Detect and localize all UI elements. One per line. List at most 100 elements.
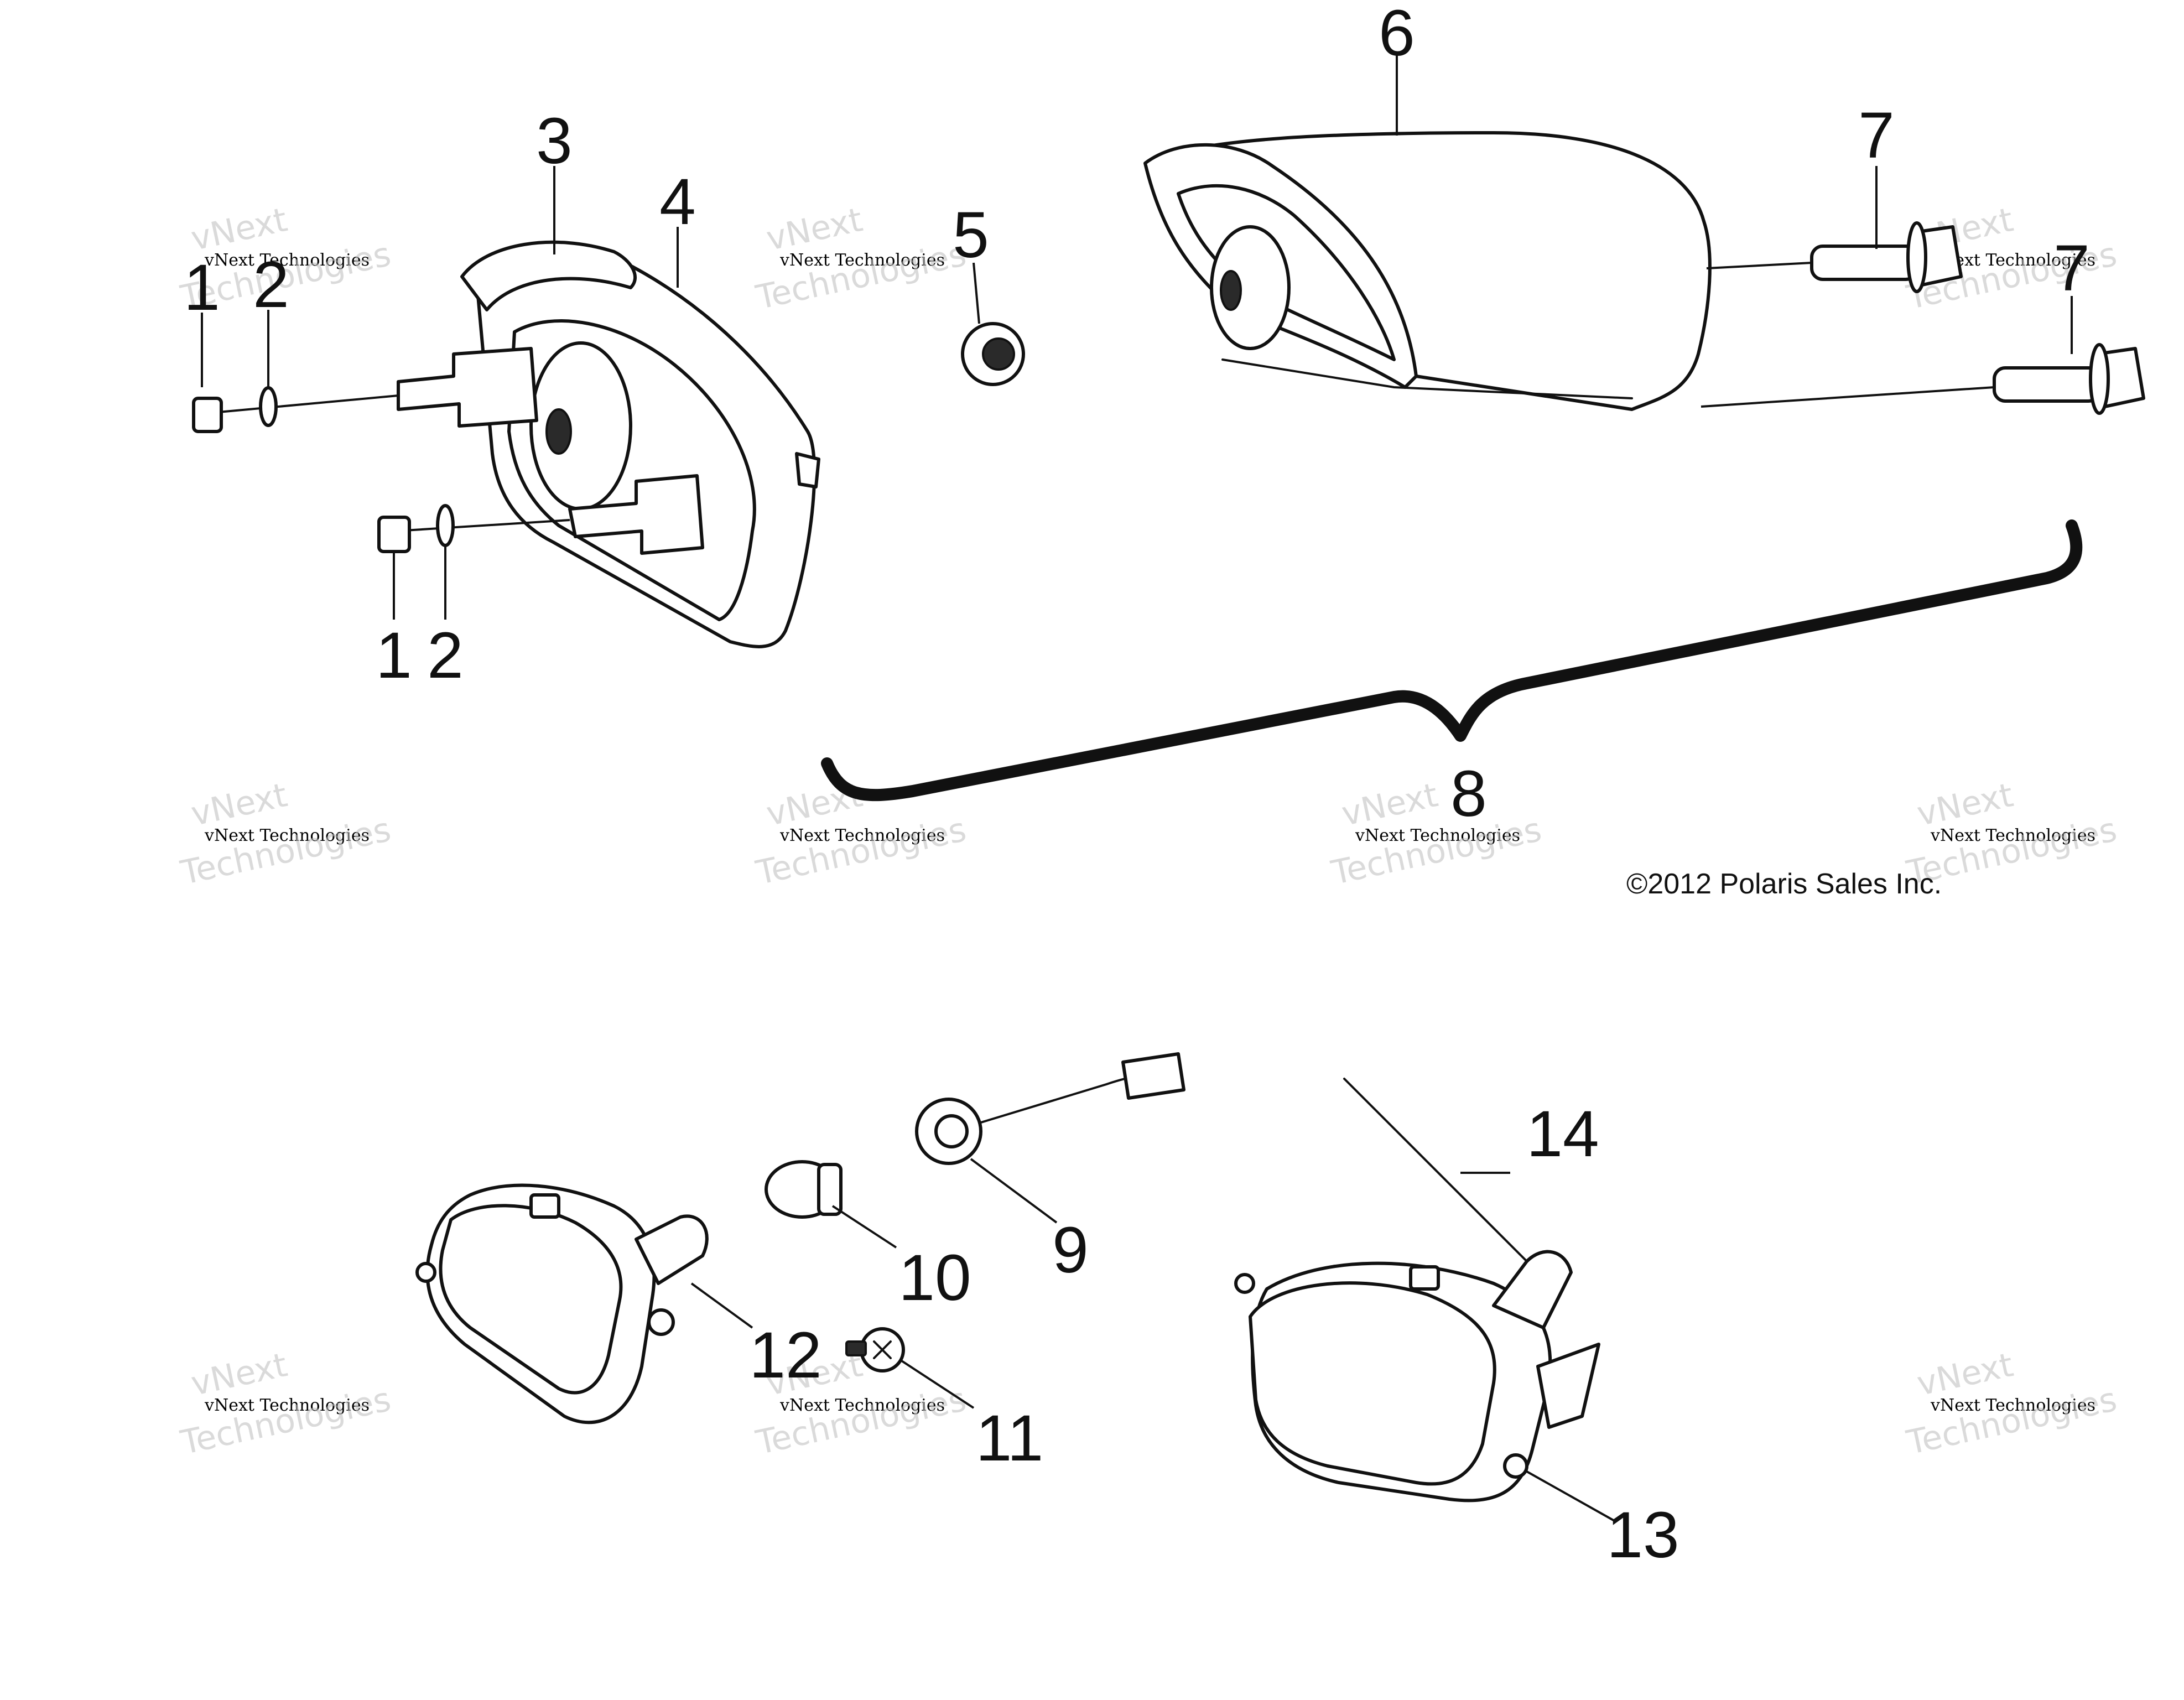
bulb-base — [817, 1163, 843, 1216]
headlight-top-rim — [460, 240, 637, 311]
bolt-lower-shank — [1993, 366, 2101, 403]
callout-5: 5 — [953, 199, 989, 272]
lamp-right-socket — [1492, 1250, 1573, 1329]
callout-8: 8 — [1450, 757, 1487, 830]
clip-nut-center — [982, 337, 1015, 371]
leader-upper-fastener — [218, 394, 399, 413]
cable-tie — [1343, 1078, 1559, 1288]
lamp-left-clip — [529, 1193, 560, 1219]
fastener-set-upper — [192, 386, 399, 433]
callout-2b: 2 — [427, 619, 464, 692]
svg-text:vNext Technologies: vNext Technologies — [204, 1396, 370, 1415]
taillight-housing — [1143, 131, 1712, 411]
callout-7b: 7 — [2053, 232, 2090, 305]
bolt-lower — [1701, 343, 2145, 415]
watermark-12: vNext vNext Technologies Technologies — [1903, 1345, 2120, 1462]
callout-11: 11 — [976, 1402, 1044, 1475]
lamp-right-side-stud — [1234, 1273, 1255, 1294]
callout-7a: 7 — [1858, 99, 1895, 172]
leader-11 — [901, 1360, 975, 1409]
leader-lines — [201, 55, 2073, 1522]
leader-13 — [1526, 1470, 1616, 1522]
callout-9: 9 — [1052, 1214, 1089, 1287]
lamp-right-clip — [1409, 1265, 1440, 1291]
callout-numbers: 1 2 1 2 3 4 5 6 7 7 8 9 10 11 12 13 14 — [184, 0, 2090, 1572]
lamp-right-lens — [1249, 1281, 1496, 1486]
callout-1b: 1 — [376, 619, 412, 692]
svg-text:vNext Technologies: vNext Technologies — [779, 251, 945, 270]
lamp-right-mount-stud — [1503, 1453, 1528, 1479]
lamp-right-bracket — [1536, 1343, 1600, 1429]
bolt-upper — [1706, 221, 1963, 293]
svg-text:vNext: vNext — [188, 776, 290, 834]
harness-connector — [1121, 1052, 1185, 1100]
svg-text:vNext Technologies: vNext Technologies — [779, 826, 945, 845]
leader-10 — [831, 1205, 897, 1249]
svg-text:vNext Technologies: vNext Technologies — [204, 251, 370, 270]
taillight-motor — [1210, 225, 1291, 350]
svg-text:vNext: vNext — [188, 1345, 290, 1403]
washer-lower — [436, 504, 455, 547]
callout-6: 6 — [1379, 0, 1415, 70]
lamp-left-lens — [439, 1204, 623, 1395]
svg-text:vNext Technologies: vNext Technologies — [1930, 826, 2095, 845]
svg-text:vNext Technologies: vNext Technologies — [1355, 826, 1520, 845]
bulb — [765, 1160, 843, 1219]
copyright-notice: ©2012 Polaris Sales Inc. — [1626, 868, 1942, 900]
leader-bolt-lower — [1701, 386, 1995, 408]
leader-9 — [970, 1158, 1058, 1224]
bolt-lower-flange — [2089, 343, 2110, 415]
lamp-left-mount-stud — [647, 1308, 675, 1336]
headlight-lower-stud — [568, 474, 704, 555]
svg-text:vNext Technologies: vNext Technologies — [779, 1396, 945, 1415]
svg-text:vNext: vNext — [1913, 1345, 2016, 1403]
lamp-left — [415, 1183, 709, 1425]
callout-12: 12 — [749, 1319, 821, 1392]
screw — [845, 1327, 905, 1373]
lamp-left-side-stud — [415, 1262, 436, 1283]
svg-text:vNext Technologies: vNext Technologies — [1930, 1396, 2095, 1415]
leader-5 — [973, 262, 980, 324]
nut-lower — [377, 516, 411, 553]
watermark-7: vNext vNext Technologies Technologies — [1328, 776, 1545, 892]
headlight-housing-assembly — [397, 240, 820, 648]
watermark-2: vNext vNext Technologies Technologies — [752, 200, 970, 317]
callout-3: 3 — [536, 105, 573, 178]
callout-1a: 1 — [184, 251, 220, 324]
leader-lower-fastener — [395, 519, 570, 532]
callout-2a: 2 — [253, 248, 289, 321]
assembly-brace — [821, 519, 2083, 802]
bolt-upper-flange — [1906, 221, 1927, 293]
lamp-left-socket — [635, 1214, 709, 1285]
clip-nut — [961, 322, 1025, 386]
socket-center — [934, 1114, 969, 1148]
svg-text:vNext: vNext — [763, 200, 866, 258]
bolt-upper-shank — [1810, 245, 1918, 281]
screw-thread — [845, 1340, 867, 1356]
fastener-set-lower — [377, 504, 570, 553]
callout-13: 13 — [1606, 1499, 1679, 1572]
callout-14: 14 — [1526, 1098, 1599, 1171]
lamp-right — [1234, 1250, 1600, 1503]
svg-text:vNext: vNext — [1913, 776, 2016, 834]
leader-12 — [690, 1282, 753, 1329]
taillight-motor-hub — [1220, 270, 1242, 311]
callout-4: 4 — [659, 165, 696, 238]
watermark-9: vNext vNext Technologies Technologies — [177, 1345, 394, 1462]
headlight-side-tab — [795, 452, 820, 488]
washer-upper — [259, 386, 278, 427]
nut-upper — [192, 397, 223, 433]
callout-10: 10 — [898, 1241, 971, 1314]
taillight-bottom-lip — [1221, 358, 1633, 399]
headlight-upper-stud — [397, 347, 538, 428]
watermark-5: vNext vNext Technologies Technologies — [177, 776, 394, 892]
cable-tie-strap — [1343, 1078, 1539, 1273]
harness-wire — [978, 1075, 1146, 1124]
leader-bolt-upper — [1706, 262, 1812, 269]
svg-text:vNext: vNext — [1338, 776, 1441, 834]
screw-cross — [873, 1340, 892, 1359]
headlight-motor-hub — [545, 408, 572, 455]
bulb-socket-harness — [915, 1052, 1185, 1165]
svg-text:vNext Technologies: vNext Technologies — [204, 826, 370, 845]
